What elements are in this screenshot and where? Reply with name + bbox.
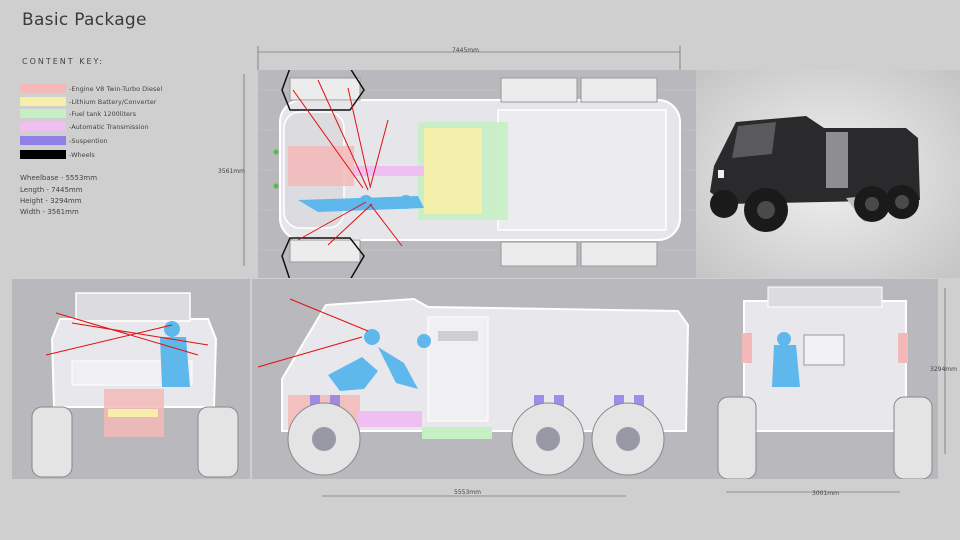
dim-rear-height: 3294mm xyxy=(930,366,957,373)
wheelbase-dimension-line xyxy=(322,495,626,497)
front-view-drawing xyxy=(12,279,250,479)
dim-top-width: 3561mm xyxy=(218,168,245,175)
key-label-battery: -Lithium Battery/Converter xyxy=(69,97,157,106)
battery-swatch xyxy=(20,97,66,106)
dim-top-length: 7445mm xyxy=(452,47,479,54)
top-view-dimension-lines xyxy=(243,46,681,266)
rear-width-dimension-line xyxy=(726,491,900,493)
dim-rear-width: 3001mm xyxy=(812,490,839,497)
key-label-engine: -Engine V8 Twin-Turbo Diesel xyxy=(69,84,163,93)
top-view-panel xyxy=(258,70,696,278)
key-item-transmission: -Automatic Transmission xyxy=(20,122,149,131)
spec-wheelbase: Wheelbase - 5553mm xyxy=(20,174,98,182)
front-view-panel xyxy=(12,279,250,479)
side-view-drawing xyxy=(252,279,712,479)
key-label-wheels: -Wheels xyxy=(69,150,95,159)
key-label-transmission: -Automatic Transmission xyxy=(69,122,149,131)
rear-view-drawing xyxy=(712,279,938,479)
rear-height-dimension-line xyxy=(944,288,946,454)
page-title: Basic Package xyxy=(22,10,147,30)
fuel-swatch xyxy=(20,109,66,118)
rear-view-panel xyxy=(712,279,938,479)
key-item-engine: -Engine V8 Twin-Turbo Diesel xyxy=(20,84,162,93)
spec-width: Width - 3561mm xyxy=(20,208,79,216)
spec-length: Length - 7445mm xyxy=(20,186,83,194)
engine-swatch xyxy=(20,84,66,93)
key-label-suspension: -Suspention xyxy=(69,136,108,145)
key-item-wheels: -Wheels xyxy=(20,150,95,159)
transmission-swatch xyxy=(20,122,66,131)
spec-height: Height - 3294mm xyxy=(20,197,82,205)
vehicle-render xyxy=(696,70,960,278)
key-item-battery: -Lithium Battery/Converter xyxy=(20,97,156,106)
top-view-drawing xyxy=(258,70,696,278)
dim-side-wheelbase: 5553mm xyxy=(454,489,481,496)
key-item-suspension: -Suspention xyxy=(20,136,108,145)
render-panel xyxy=(696,70,960,278)
key-item-fuel: -Fuel tank 1200liters xyxy=(20,109,136,118)
side-view-panel xyxy=(252,279,712,479)
suspension-swatch xyxy=(20,136,66,145)
wheels-swatch xyxy=(20,150,66,159)
key-label-fuel: -Fuel tank 1200liters xyxy=(69,109,136,118)
content-key-heading: CONTENT KEY: xyxy=(22,57,105,66)
